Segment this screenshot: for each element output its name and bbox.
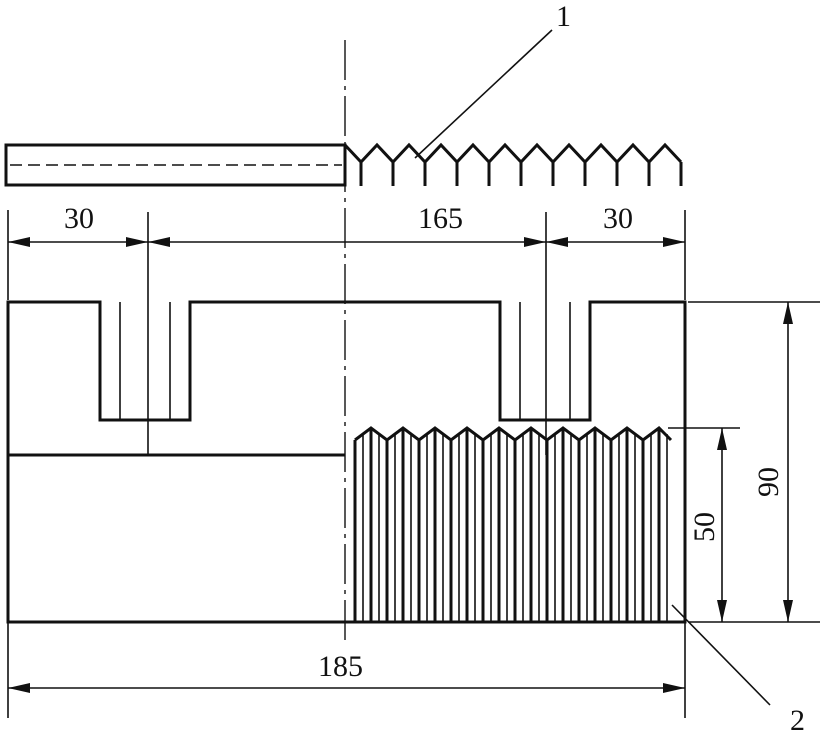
- callout-2-label: 2: [790, 704, 805, 735]
- dim-label-90: 90: [752, 467, 785, 497]
- arrowhead: [126, 237, 148, 247]
- callout-1-leader: [414, 29, 553, 159]
- arrowhead: [717, 428, 727, 450]
- callout-1-label: 1: [556, 0, 571, 33]
- dim-label-165: 165: [418, 202, 463, 235]
- top-view: 1: [4, 0, 683, 187]
- arrowhead: [546, 237, 568, 247]
- arrowhead: [783, 302, 793, 324]
- dim-label-30-left: 30: [64, 202, 94, 235]
- dim-label-185: 185: [318, 650, 363, 683]
- arrowhead: [524, 237, 546, 247]
- dim-label-30-right: 30: [603, 202, 633, 235]
- arrowhead: [8, 237, 30, 247]
- arrowhead: [783, 600, 793, 622]
- arrowhead: [8, 683, 30, 693]
- top-dimensions: 30 165 30: [7, 202, 686, 455]
- arrowhead: [717, 600, 727, 622]
- arrowhead: [148, 237, 170, 247]
- callout-2-leader: [671, 604, 771, 706]
- front-view: [6, 300, 687, 624]
- dim-label-50: 50: [688, 512, 721, 542]
- zigzag-legs: [359, 162, 683, 186]
- folded-sheet-ribs: [353, 428, 668, 622]
- arrowhead: [663, 683, 685, 693]
- side-dimensions: 90 50 2: [668, 301, 820, 735]
- arrowhead: [663, 237, 685, 247]
- body-outline: [6, 300, 687, 624]
- zigzag-top-edge: [343, 142, 683, 165]
- bottom-dimension: 185: [7, 622, 686, 718]
